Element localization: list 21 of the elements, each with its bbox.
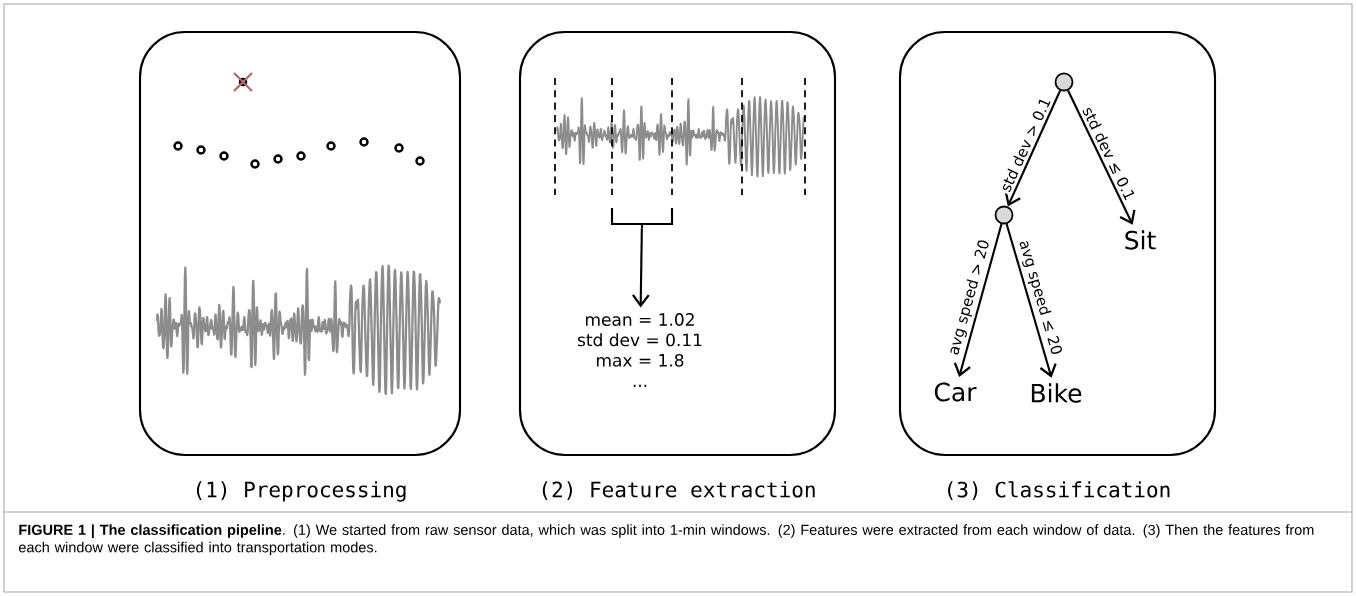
node-label: (1) Preprocessing (196, 481, 406, 502)
edge-label: avg speed ≤ 20 (1013, 236, 1066, 359)
caption: FIGURE 1 | The classification pipeline. (1) We started from raw sensor data, which was split into 1-min windows. (2) Features were extracted from each window of data. (3) Then the features from each window were classified into transportation modes. (18, 524, 1314, 556)
feature-list: mean = 1.02 std dev = 0.11 max = 1.8 ... (578, 313, 702, 387)
class-label: Bike (1031, 383, 1082, 403)
arrow (1004, 90, 1062, 207)
class-label: Car (934, 382, 977, 402)
node-label: (3) Classification (948, 481, 1170, 501)
edge-label: std dev ≤ 0.1 (1079, 102, 1139, 205)
decision-node (1054, 72, 1074, 92)
panel-box: (1) Preprocessing (138, 30, 462, 502)
node-label: (2) Feature extraction (542, 481, 815, 500)
decision-node (994, 205, 1014, 225)
edge-label: std dev > 0.1 (996, 93, 1054, 196)
class-label: Sit (1125, 230, 1156, 250)
edge-label: avg speed > 20 (944, 236, 995, 359)
arrow (1067, 90, 1136, 225)
window-bracket (610, 206, 674, 230)
arrow (1005, 223, 1057, 378)
arrow (953, 223, 1003, 377)
arrow (632, 228, 650, 308)
